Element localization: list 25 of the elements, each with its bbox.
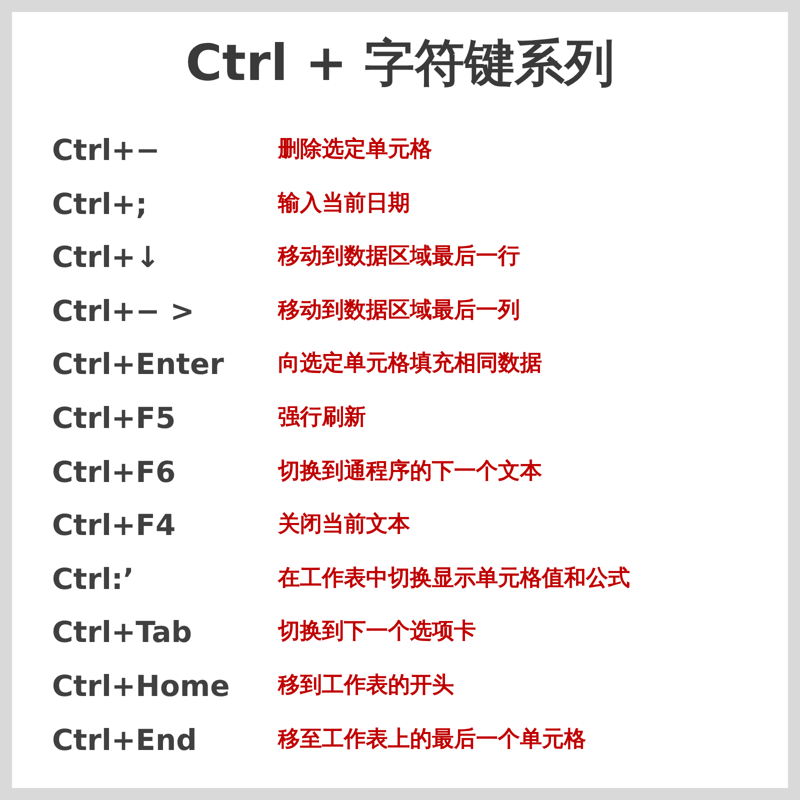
shortcut-key: Ctrl+Tab — [52, 614, 192, 650]
shortcut-key: Ctrl+F6 — [52, 454, 176, 490]
shortcut-description: 向选定单元格填充相同数据 — [278, 350, 542, 378]
shortcut-key: Ctrl+Home — [52, 668, 230, 704]
shortcut-key: Ctrl+; — [52, 186, 148, 222]
shortcut-description: 关闭当前文本 — [278, 511, 410, 540]
shortcut-key: Ctrl+− > — [52, 292, 194, 329]
shortcut-key: Ctrl+− — [52, 132, 160, 168]
shortcut-description: 在工作表中切换显示单元格值和公式 — [278, 564, 630, 593]
shortcut-description: 移到工作表的开头 — [278, 672, 454, 700]
shortcut-description: 移动到数据区域最后一列 — [278, 296, 520, 325]
shortcut-key: Ctrl+End — [52, 722, 197, 758]
shortcut-key: Ctrl+Enter — [52, 346, 224, 382]
shortcut-key: Ctrl+↓ — [52, 239, 160, 276]
shortcut-key: Ctrl+F4 — [52, 507, 176, 544]
shortcut-key: Ctrl:’ — [52, 560, 134, 597]
shortcut-description: 强行刷新 — [278, 404, 366, 432]
title: Ctrl + 字符键系列 — [184, 33, 616, 94]
shortcut-key: Ctrl+F5 — [52, 400, 176, 436]
shortcut-description: 删除选定单元格 — [278, 136, 432, 164]
shortcut-description: 切换到通程序的下一个文本 — [278, 458, 542, 486]
shortcut-description: 移动到数据区域最后一行 — [278, 243, 520, 272]
shortcut-description: 移至工作表上的最后一个单元格 — [278, 726, 586, 754]
shortcut-description: 输入当前日期 — [278, 190, 410, 218]
shortcut-description: 切换到下一个选项卡 — [278, 618, 476, 646]
